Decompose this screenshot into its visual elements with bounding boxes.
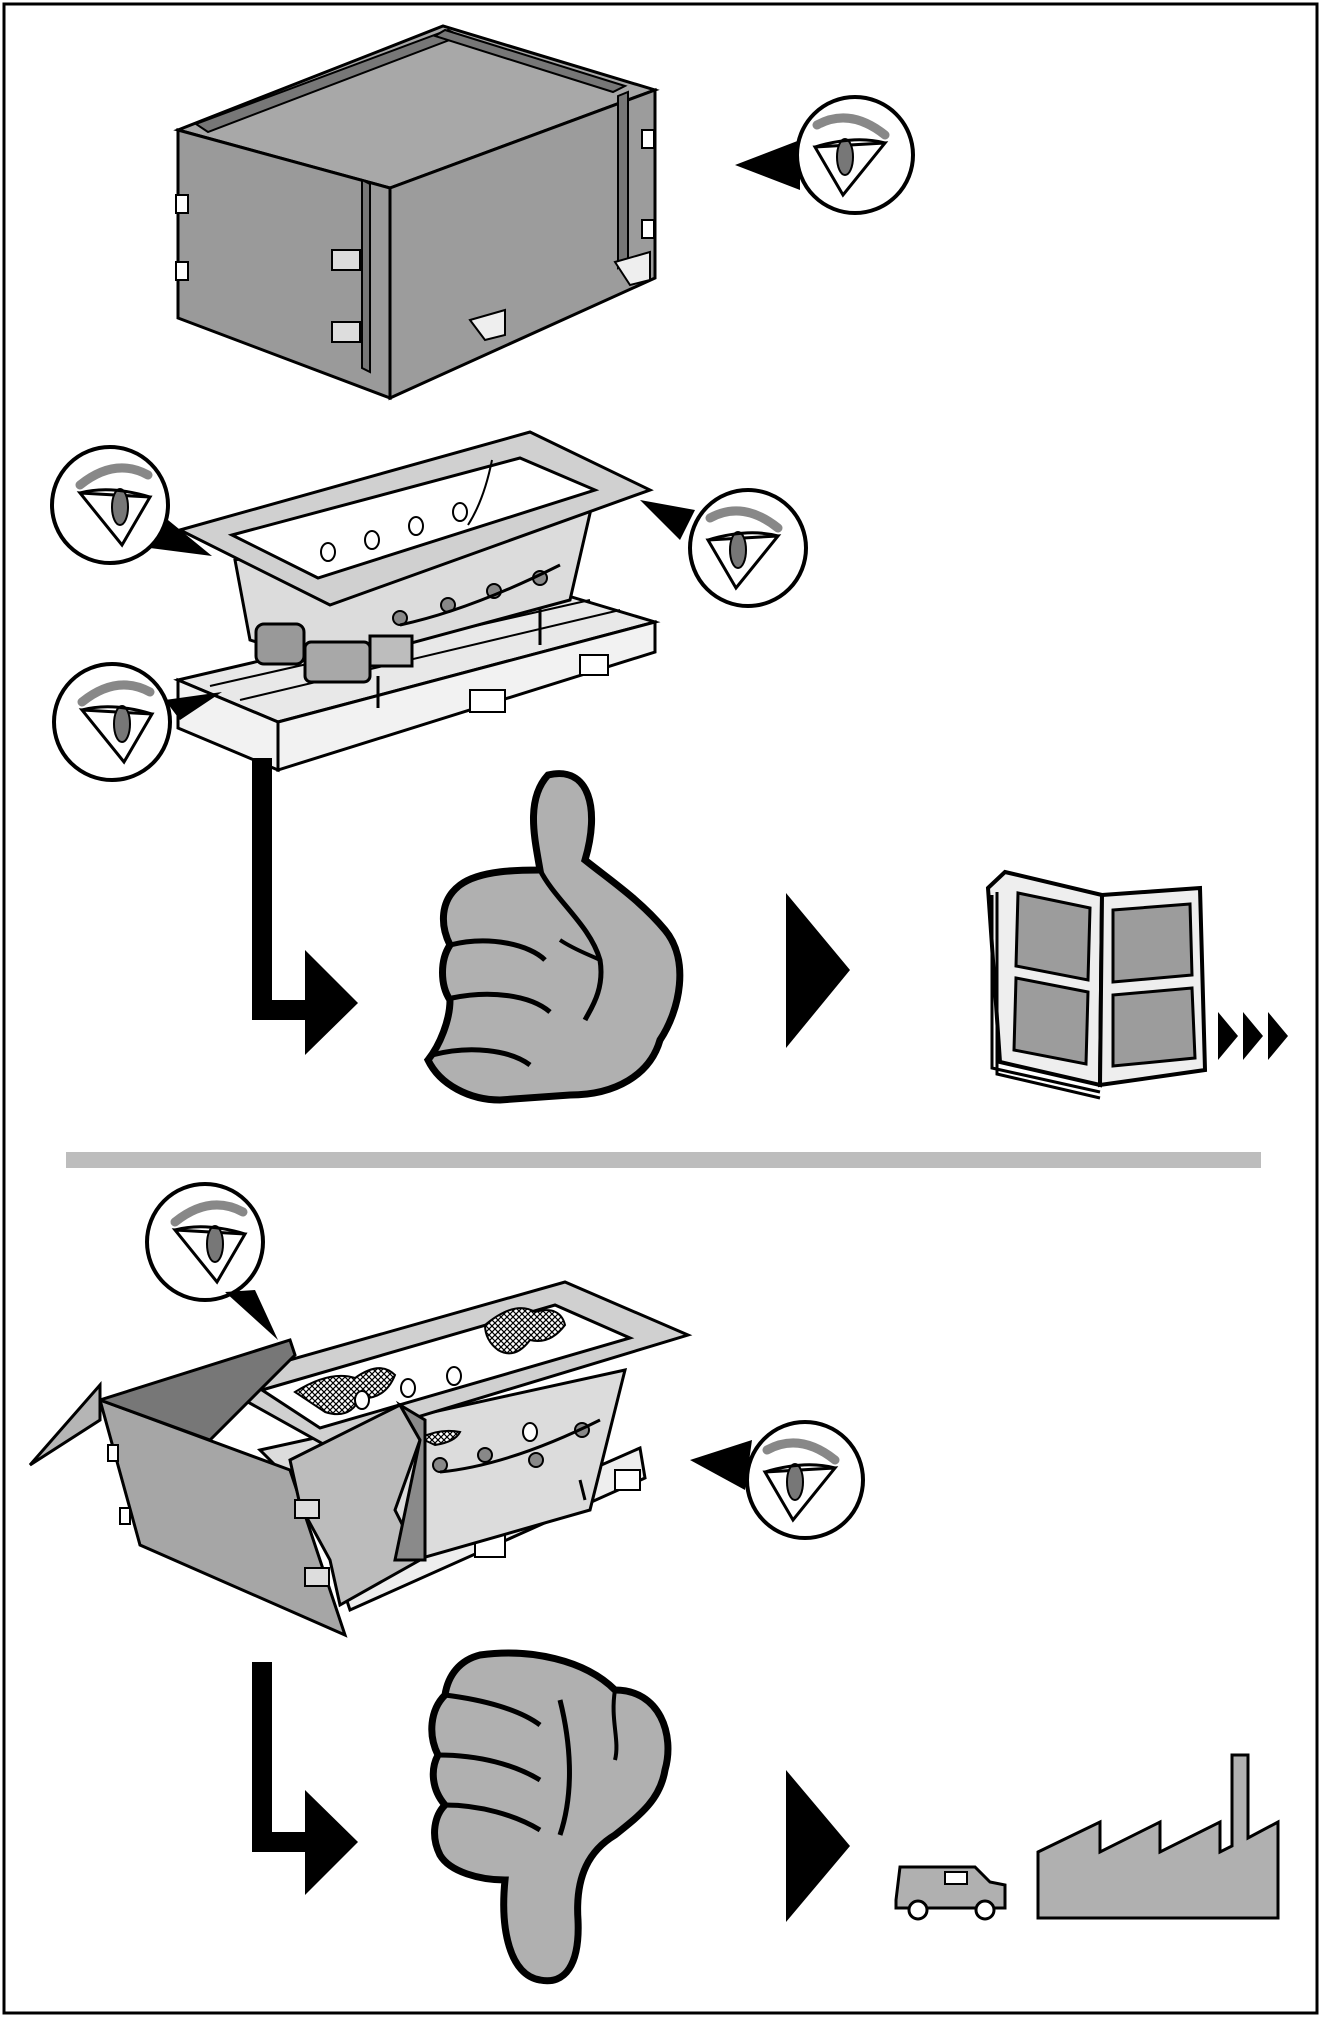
next-arrow-icon <box>786 893 850 1048</box>
inspect-bathtub-left-icon <box>52 447 212 563</box>
thumbs-up-icon <box>428 774 680 1100</box>
next-arrow-2-icon <box>786 1770 850 1922</box>
go-to-manual-icon <box>988 872 1288 1098</box>
crate-illustration <box>176 26 655 398</box>
inspect-damaged-crate-icon <box>147 1184 278 1340</box>
bent-arrow-icon <box>262 758 358 1055</box>
inspect-bathtub-right-icon <box>640 490 806 606</box>
truck-icon <box>896 1867 1005 1919</box>
damaged-crate-illustration <box>30 1282 688 1635</box>
bathtub-on-pallet-illustration <box>178 432 655 770</box>
inspect-damaged-tub-icon <box>690 1422 863 1538</box>
return-to-factory-icon <box>896 1755 1278 1919</box>
section-divider <box>66 1152 1261 1168</box>
inspect-crate-icon <box>735 97 913 213</box>
thumbs-down-icon <box>432 1653 668 1981</box>
bent-arrow-2-icon <box>262 1662 358 1895</box>
factory-icon <box>1038 1755 1278 1918</box>
